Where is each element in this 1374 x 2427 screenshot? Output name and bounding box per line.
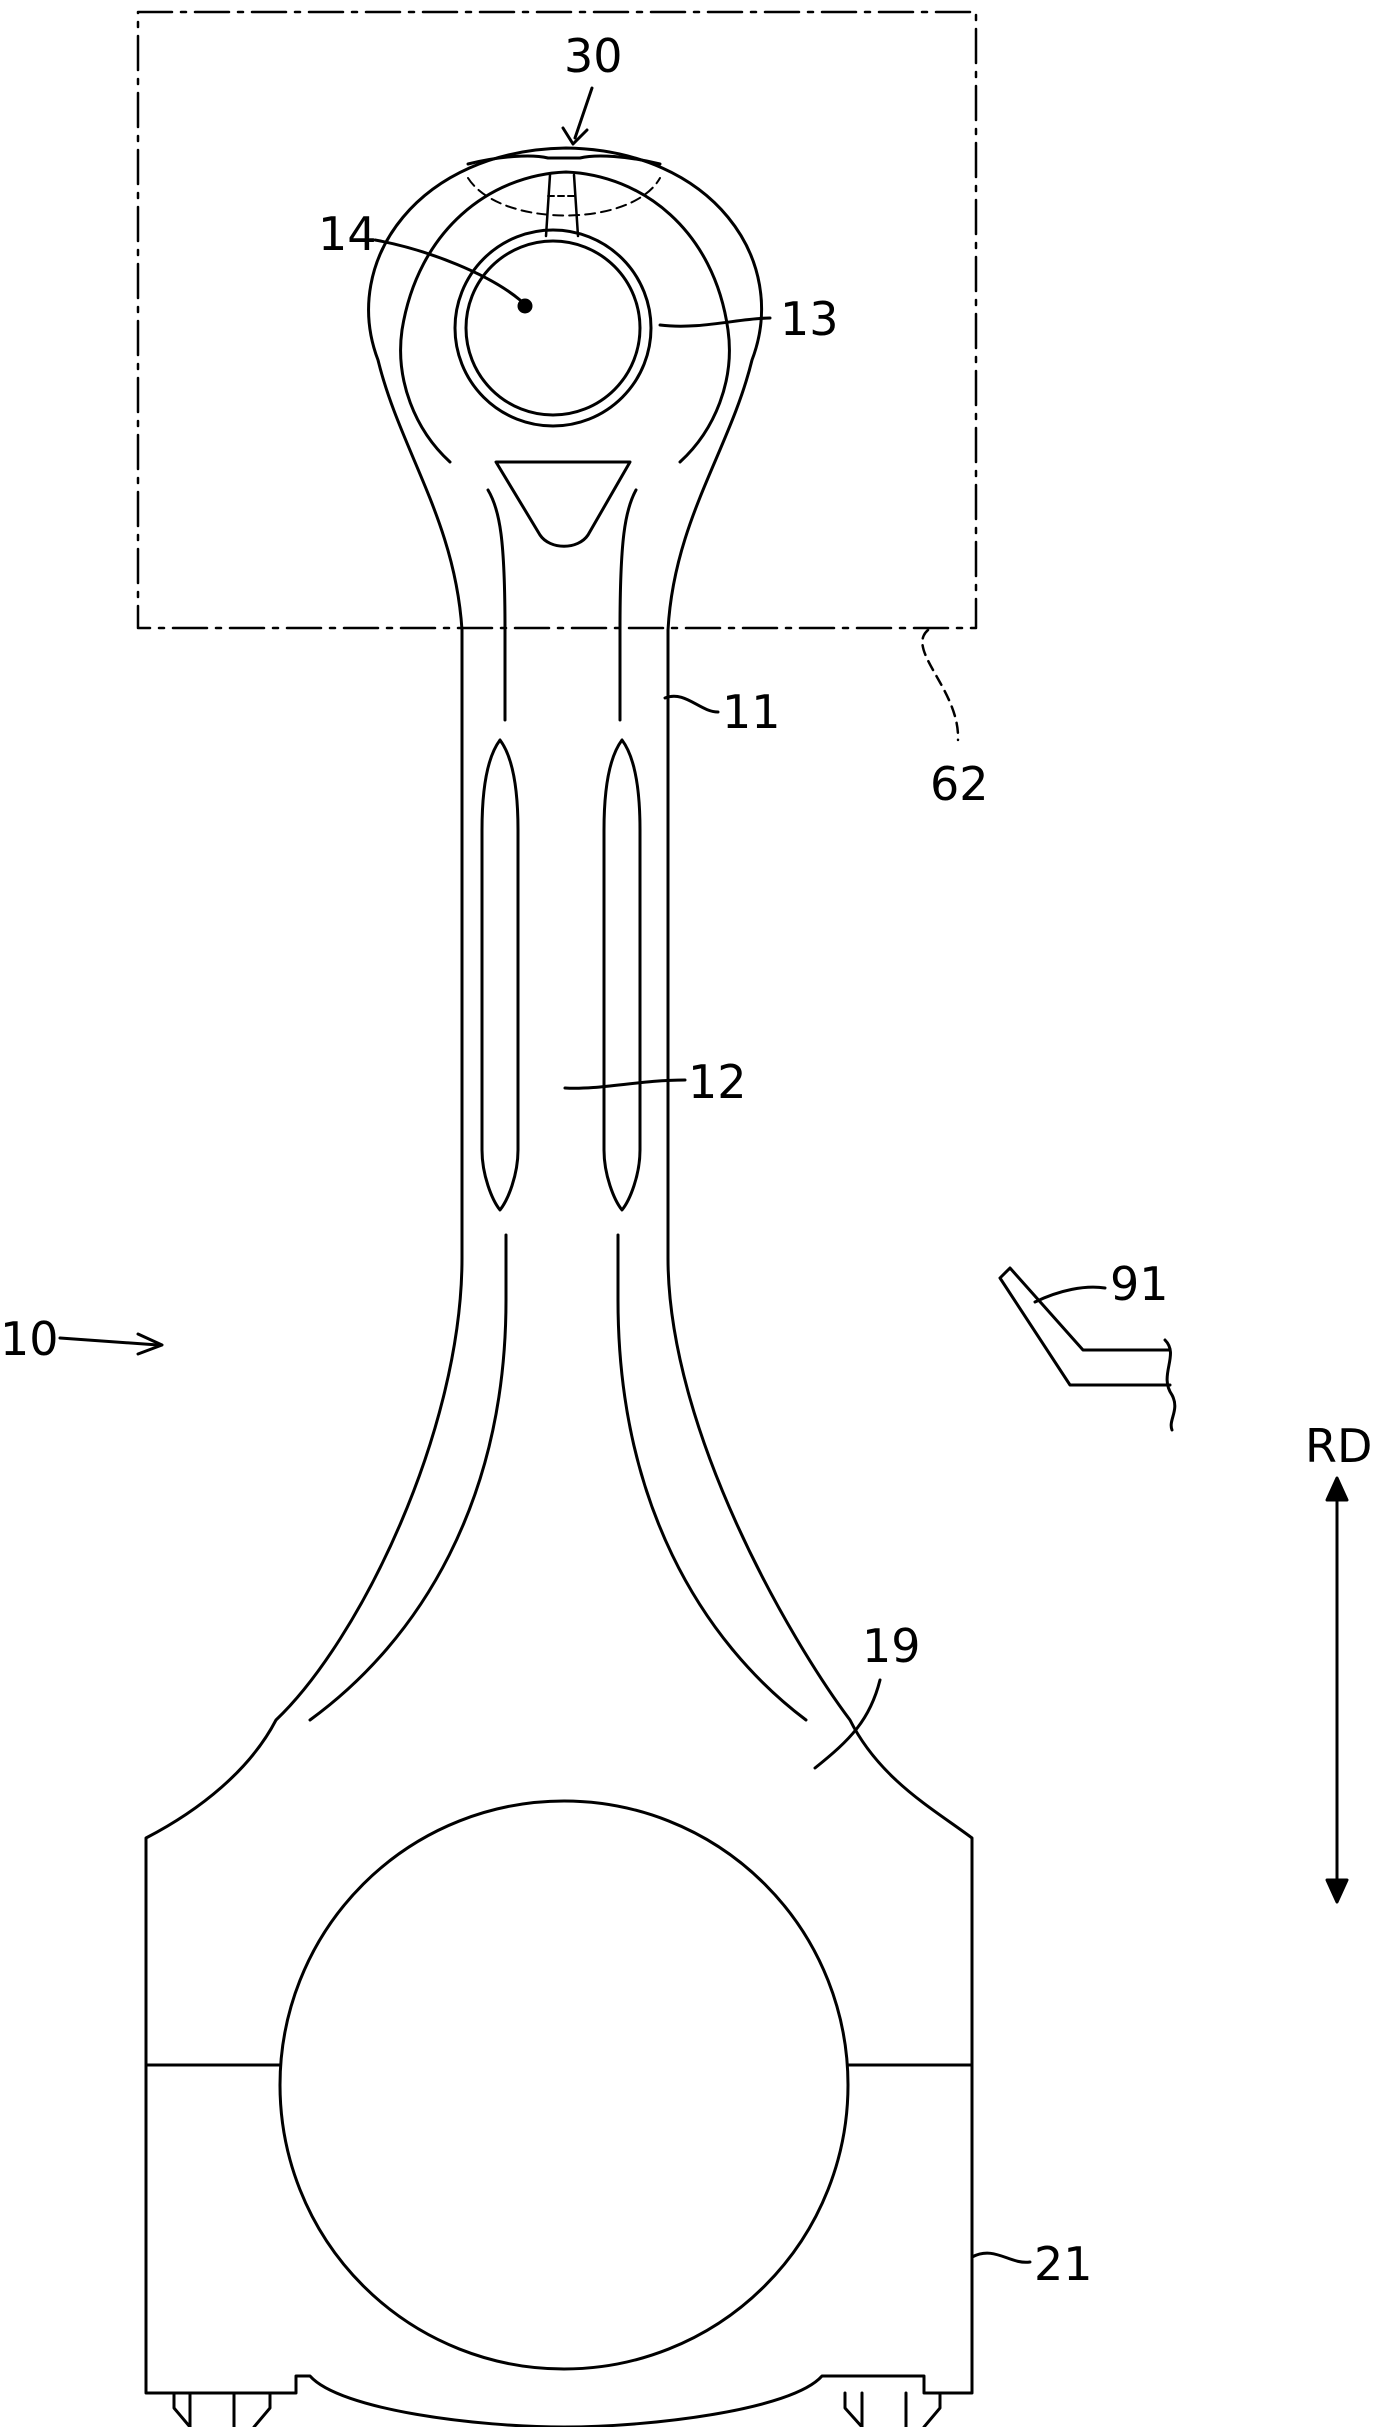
label-13: 13 — [780, 292, 839, 346]
big-end-bore — [280, 1801, 848, 2369]
leader-30 — [575, 88, 592, 138]
left-lightening-slot — [482, 740, 518, 1210]
right-lower-rib — [618, 1235, 806, 1720]
region-leader-line — [922, 630, 958, 740]
oil-hole-bore — [546, 175, 578, 236]
small-end-inner-contour — [401, 172, 730, 462]
leader-14 — [375, 240, 520, 300]
label-10: 10 — [0, 1312, 59, 1366]
oil-hole-notch — [468, 156, 660, 164]
leader-19 — [815, 1680, 880, 1768]
leader-10 — [60, 1338, 158, 1345]
left-bolt — [174, 2393, 270, 2427]
pin-bore-outer — [455, 230, 651, 426]
pin-bore-center-dot — [519, 300, 531, 312]
leader-21 — [972, 2253, 1030, 2262]
label-19: 19 — [862, 1619, 921, 1673]
label-62: 62 — [930, 757, 989, 811]
triangular-relief — [496, 462, 630, 546]
pin-bore-inner — [466, 241, 640, 415]
leader-91 — [1035, 1287, 1105, 1302]
label-14: 14 — [318, 207, 377, 261]
right-lightening-slot — [604, 740, 640, 1210]
leader-13 — [660, 318, 770, 326]
right-bolt — [845, 2393, 940, 2427]
label-30: 30 — [564, 29, 623, 83]
label-21: 21 — [1034, 2237, 1093, 2291]
inspection-region-box — [138, 12, 976, 628]
label-11: 11 — [722, 685, 781, 739]
label-rd: RD — [1305, 1419, 1372, 1473]
rd-arrow-head-up — [1327, 1478, 1347, 1500]
left-rib — [488, 490, 505, 720]
leader-11 — [665, 696, 718, 712]
right-rib — [620, 490, 636, 720]
left-lower-rib — [310, 1235, 506, 1720]
label-91: 91 — [1110, 1257, 1169, 1311]
rd-arrow-head-down — [1327, 1880, 1347, 1902]
label-12: 12 — [688, 1055, 747, 1109]
